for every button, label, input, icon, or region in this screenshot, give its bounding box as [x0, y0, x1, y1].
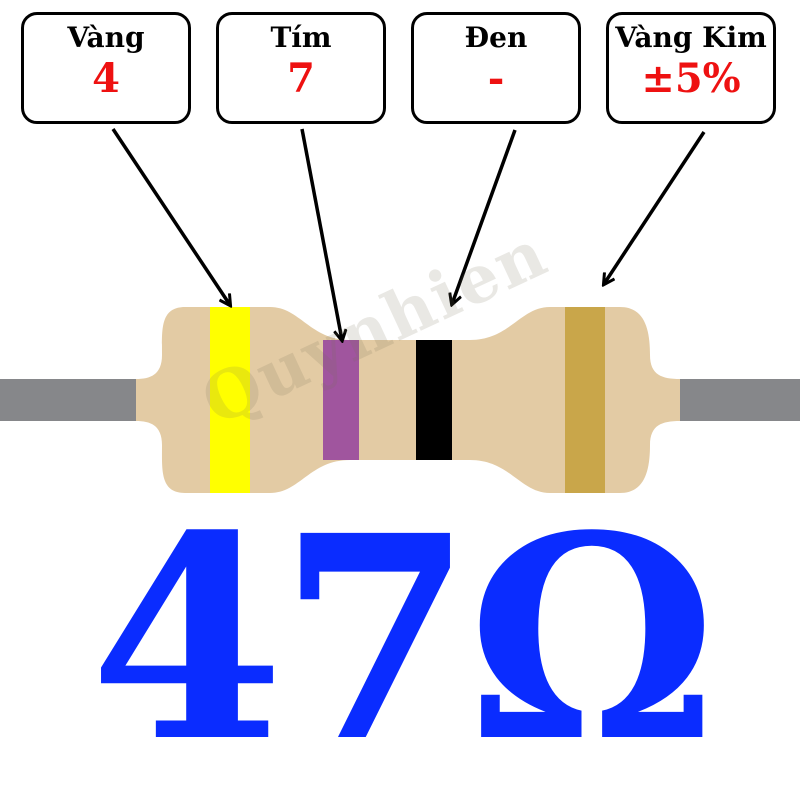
- band-1-yellow: [210, 307, 250, 493]
- band-4-gold: [565, 307, 605, 493]
- band-2-value: 7: [287, 55, 315, 102]
- band-4-color-name: Vàng Kim: [615, 21, 767, 54]
- label-box-band-2: Tím 7: [216, 12, 386, 124]
- label-box-band-3: Đen -: [411, 12, 581, 124]
- band-3-value: -: [487, 55, 505, 102]
- band-2-color-name: Tím: [270, 21, 332, 54]
- arrow-to-band-2: [300, 128, 342, 340]
- right-lead-wire: [676, 379, 800, 421]
- label-box-band-1: Vàng 4: [21, 12, 191, 124]
- label-box-band-4: Vàng Kim ±5%: [606, 12, 776, 124]
- arrow-to-band-4: [604, 131, 706, 284]
- resistance-result: 47Ω: [89, 475, 717, 804]
- band-1-color-name: Vàng: [67, 21, 145, 54]
- left-lead-wire: [0, 379, 140, 421]
- band-3-color-name: Đen: [464, 21, 528, 54]
- band-2-violet: [323, 340, 359, 460]
- band-1-value: 4: [92, 55, 120, 102]
- band-3-black: [416, 340, 452, 460]
- band-4-value: ±5%: [641, 55, 741, 102]
- arrow-to-band-3: [452, 129, 517, 304]
- resistor-body: [136, 307, 680, 493]
- arrow-to-band-1: [111, 128, 230, 305]
